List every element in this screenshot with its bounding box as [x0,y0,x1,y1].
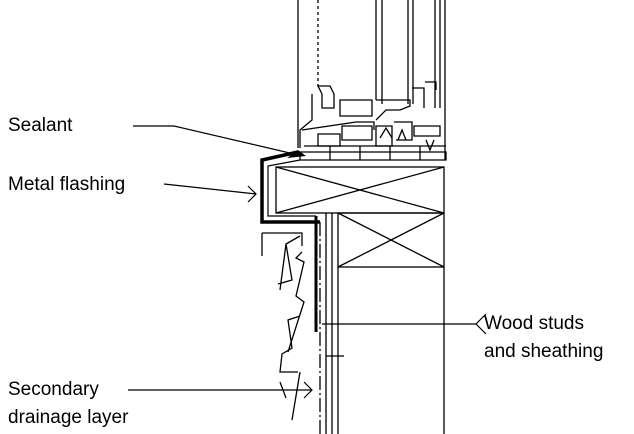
wood-studs-label-line1: Wood studs [484,313,584,334]
siding [261,232,305,421]
metal-flashing-label: Metal flashing [8,174,126,195]
wood-studs-label-line2: and sheathing [484,341,604,362]
metal-flashing [260,150,320,332]
blocking [275,166,445,214]
header-block [337,212,445,268]
secondary-drainage-label-line1: Secondary [8,379,99,400]
sealant-label: Sealant [8,115,73,136]
secondary-drainage-label-line2: drainage layer [8,407,129,428]
window-frame [297,0,447,161]
leader-lines [128,125,487,399]
